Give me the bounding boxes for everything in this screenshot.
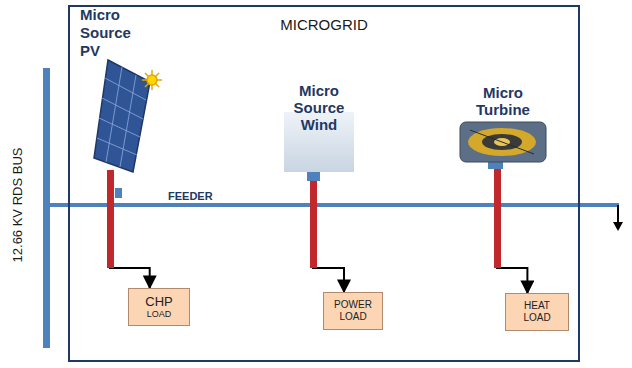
bus-bar — [43, 68, 50, 348]
sun-icon — [142, 70, 162, 90]
wind-source: Micro Source Wind — [284, 82, 354, 172]
load-label: HEAT LOAD — [515, 300, 559, 324]
turbine-coupler — [488, 162, 503, 169]
source-label: Micro Source PV — [78, 6, 146, 60]
feeder-outlet — [617, 205, 619, 224]
region-title: MICROGRID — [70, 7, 578, 33]
supply-arrow — [110, 172, 150, 288]
source-label: Micro Turbine — [459, 84, 547, 118]
feeder-arrowhead — [613, 222, 623, 231]
turbine-picture — [460, 122, 546, 162]
load-box: CHPLOAD — [128, 288, 190, 326]
pv-panel — [94, 60, 150, 172]
bus-label: 12.66 KV RDS BUS — [10, 148, 25, 263]
feeder-line — [48, 203, 619, 207]
source-label: Micro Source Wind — [287, 82, 351, 133]
load-label: POWER LOAD — [331, 299, 375, 323]
feeder-label: FEEDER — [168, 190, 213, 202]
wind-riser — [310, 180, 317, 268]
pv-source: Micro Source PV — [78, 6, 162, 172]
load-box: POWER LOAD — [323, 292, 383, 330]
pv-coupler — [115, 188, 122, 198]
turbine-riser — [494, 168, 501, 268]
microgrid-boundary: MICROGRIDMicro Source PV Micro Source Win… — [68, 5, 580, 362]
turbine-source: Micro Turbine — [456, 84, 550, 164]
supply-arrow — [313, 172, 344, 292]
pv-riser — [107, 170, 114, 268]
load-label: LOAD — [147, 309, 172, 320]
load-label: CHP — [145, 294, 172, 309]
supply-arrow — [497, 164, 527, 293]
load-box: HEAT LOAD — [505, 293, 569, 331]
